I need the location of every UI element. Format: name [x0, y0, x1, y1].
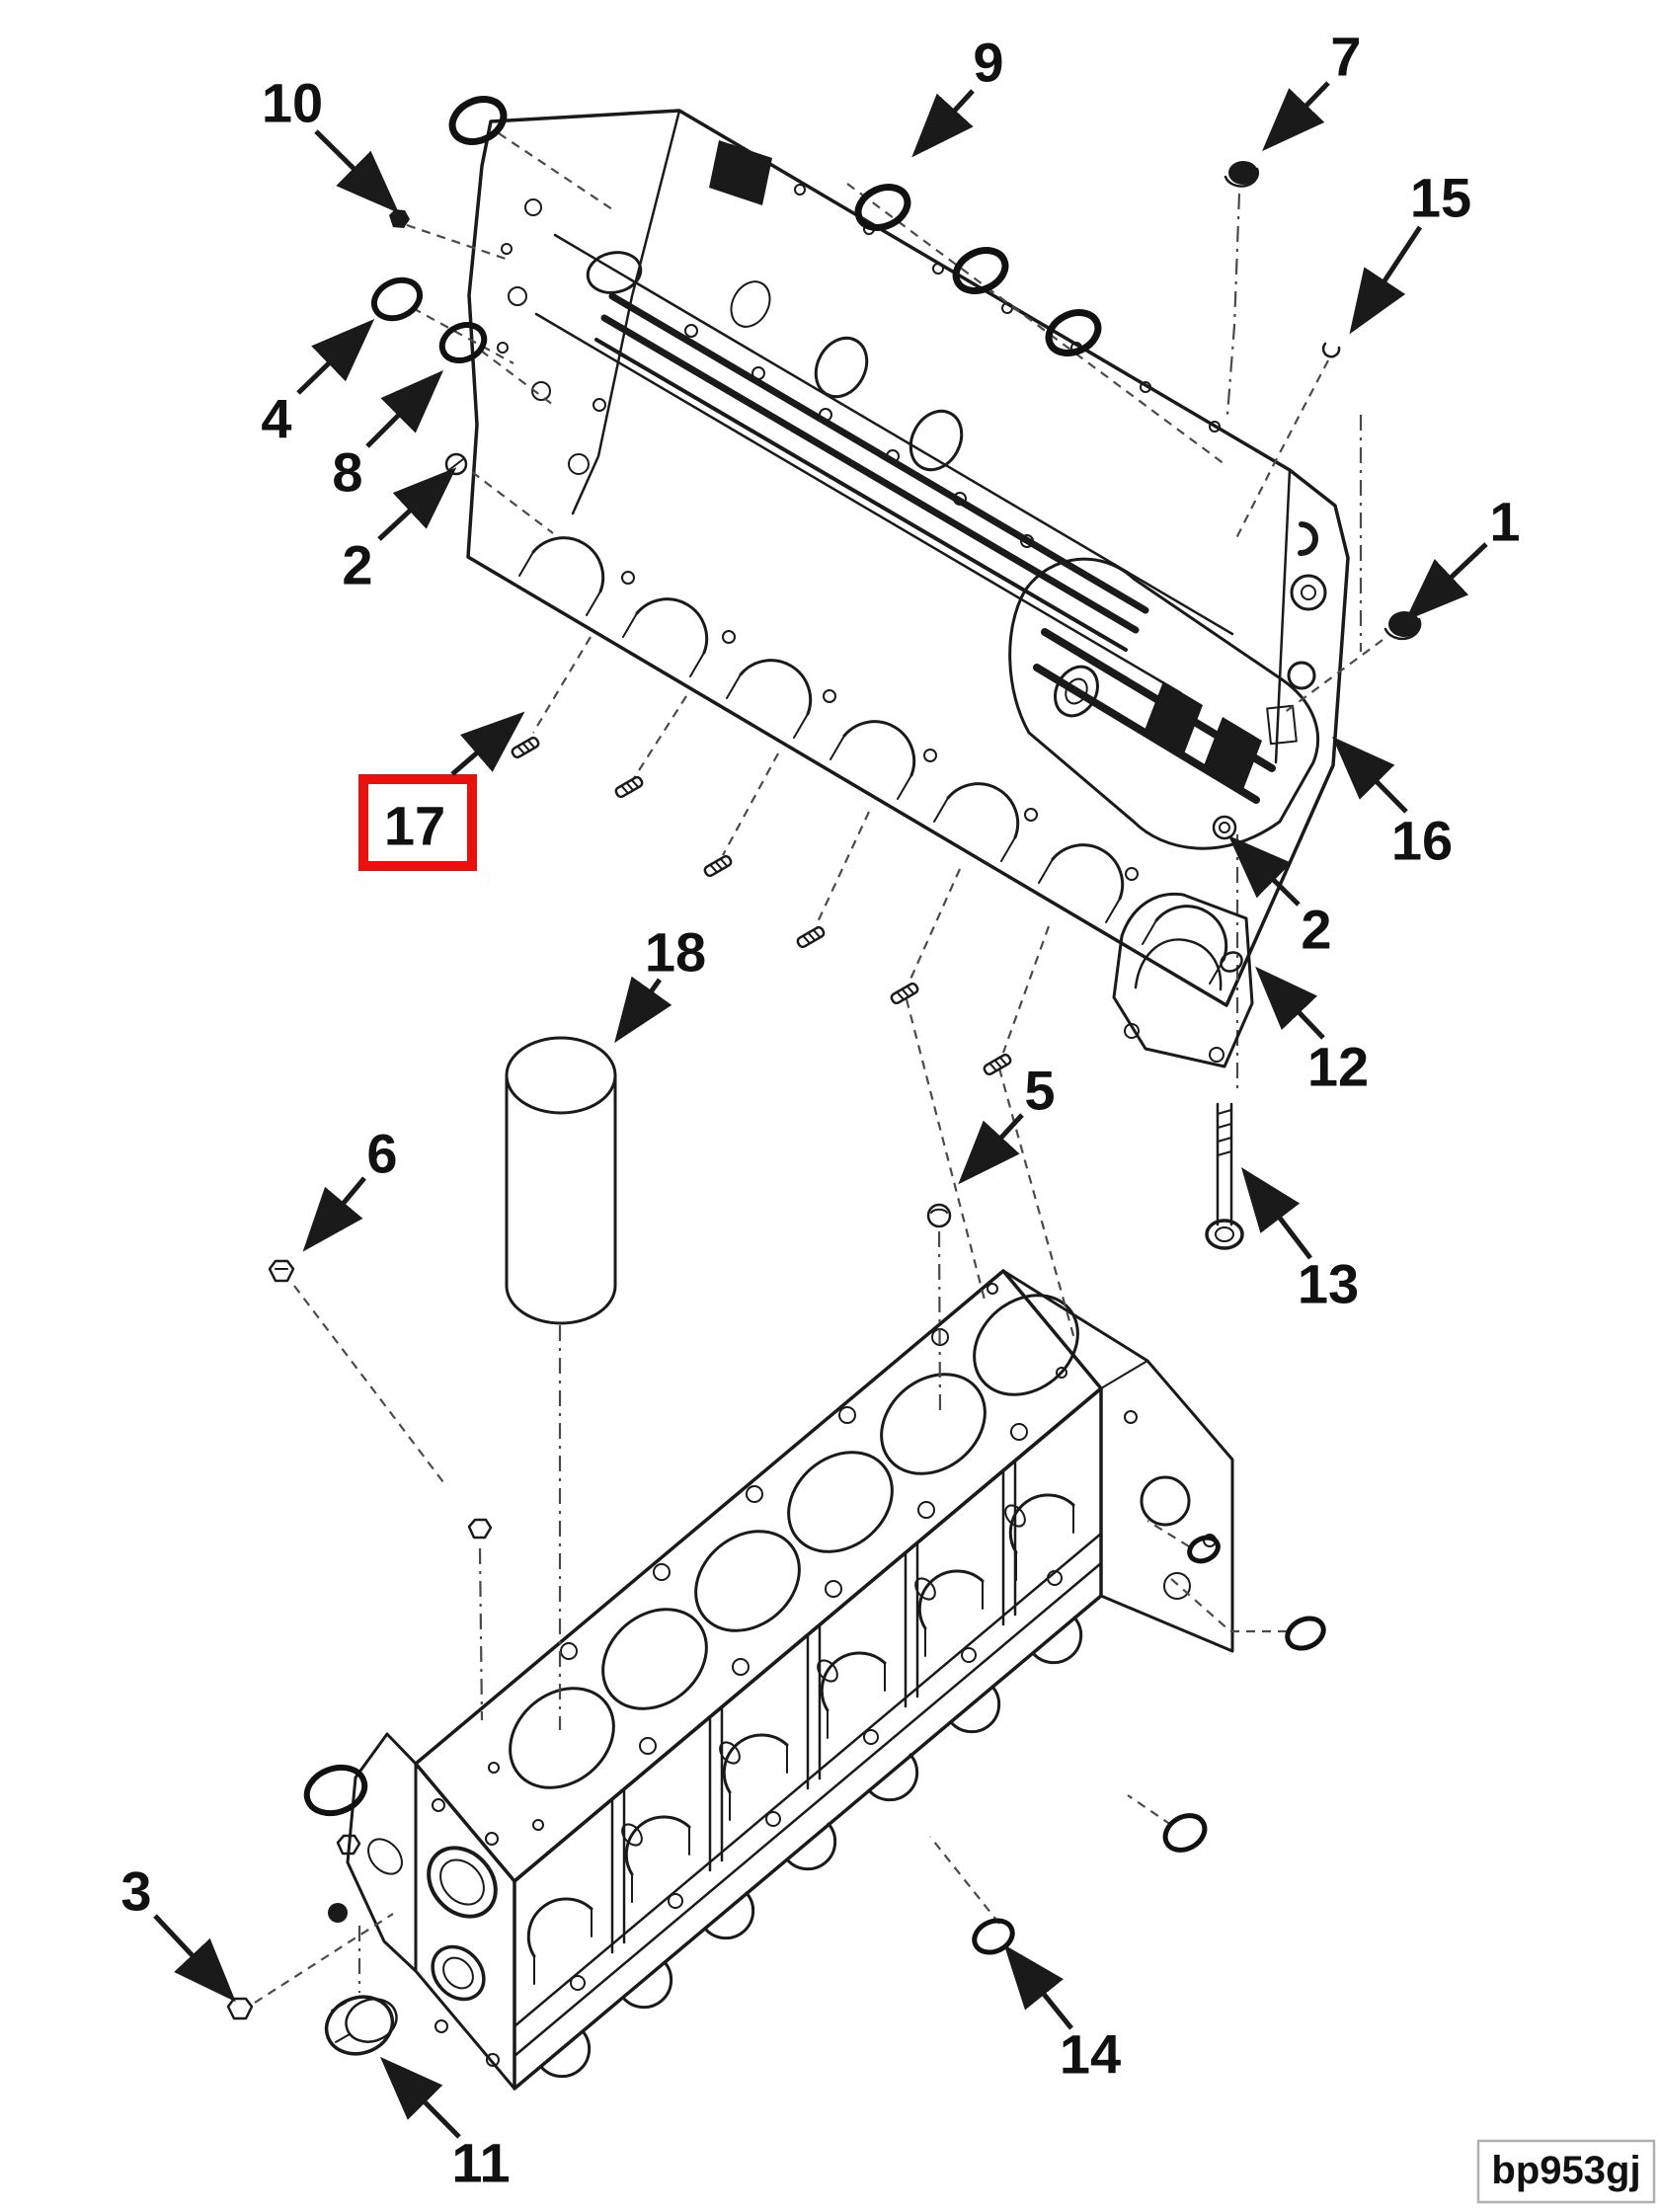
dowel-stud — [890, 982, 919, 1005]
dowel-stud — [703, 854, 733, 878]
hex-plug — [226, 1997, 254, 2020]
callout-label: 8 — [332, 441, 362, 504]
callout-label: 15 — [1410, 167, 1471, 229]
o-ring — [1045, 309, 1102, 356]
callout-arrow — [958, 1113, 1024, 1185]
callout-label: 10 — [262, 72, 323, 134]
o-ring — [972, 1918, 1015, 1955]
callout-label: 2 — [1301, 899, 1331, 961]
dowel-studs — [511, 736, 1012, 1076]
callout-arrow — [1227, 834, 1301, 907]
ball-plug — [926, 1203, 952, 1228]
lower-engine-block — [346, 1269, 1234, 2091]
callout-15: 15 — [1349, 167, 1471, 335]
o-ring — [370, 276, 424, 322]
o-ring — [952, 247, 1009, 294]
hex-nut — [336, 1834, 361, 1856]
o-ring — [438, 322, 488, 363]
callout-label: 1 — [1489, 491, 1520, 553]
callout-label: 5 — [1024, 1060, 1055, 1122]
o-ring — [854, 184, 911, 231]
callout-arrow — [1003, 1944, 1073, 2030]
dowel-stud — [796, 925, 826, 949]
main-bearing-bolt — [1205, 1102, 1244, 1250]
callout-4: 4 — [261, 319, 375, 450]
callout-16: 16 — [1331, 736, 1453, 872]
callout-label: 7 — [1330, 26, 1361, 88]
callout-12: 12 — [1255, 966, 1369, 1098]
retainer-washer — [1321, 342, 1341, 358]
callout-label: 14 — [1060, 2023, 1121, 2086]
callout-1: 1 — [1404, 491, 1521, 621]
o-ring — [1187, 1535, 1221, 1564]
drawing-code: bp953gj — [1491, 2149, 1640, 2192]
pipe-plug — [444, 452, 468, 476]
cup-plug — [328, 1903, 348, 1923]
callout-9: 9 — [911, 32, 1004, 158]
callout-14: 14 — [1003, 1944, 1121, 2086]
cylinder-liner — [505, 1036, 617, 1325]
callout-arrow — [365, 369, 444, 448]
callout-label: 3 — [120, 1860, 151, 1923]
callout-label: 4 — [261, 388, 291, 450]
callout-label: 11 — [451, 2132, 510, 2194]
upper-engine-block — [466, 109, 1350, 1007]
callout-arrow — [377, 467, 457, 541]
callout-17: 17 — [358, 711, 525, 871]
o-ring — [1285, 1616, 1326, 1651]
callout-arrow — [296, 319, 375, 395]
callout-arrow — [1262, 81, 1330, 152]
callout-arrow — [1404, 542, 1488, 621]
drawing-code-box: bp953gj — [1476, 2139, 1656, 2204]
dowel-stud — [983, 1053, 1012, 1076]
callout-3: 3 — [120, 1860, 236, 2003]
hex-nut — [389, 209, 410, 228]
callout-label: 2 — [342, 534, 372, 596]
callout-arrow — [153, 1914, 236, 2003]
callout-arrow — [911, 89, 975, 158]
floating-parts — [226, 96, 1422, 2056]
callout-2: 2 — [1227, 834, 1332, 961]
callout-6: 6 — [302, 1123, 398, 1252]
o-ring — [303, 1764, 368, 1817]
callout-label: 16 — [1391, 810, 1453, 872]
callout-label: 13 — [1298, 1253, 1359, 1315]
callout-2: 2 — [342, 467, 457, 596]
cup-plug — [1383, 611, 1422, 641]
callout-label: 6 — [366, 1123, 397, 1185]
callout-arrow — [614, 976, 672, 1044]
o-ring — [1162, 1813, 1208, 1853]
callout-label: 17 — [384, 795, 445, 857]
dome-plug — [1212, 815, 1237, 840]
callout-arrow — [1255, 966, 1325, 1040]
generated-block-details — [488, 144, 1228, 2079]
highlight-box — [358, 774, 477, 871]
hex-plug — [467, 1518, 493, 1540]
bearing-cap-bracket — [1112, 892, 1254, 1068]
callout-arrow — [314, 129, 400, 214]
callout-5: 5 — [958, 1060, 1056, 1185]
callout-11: 11 — [379, 2056, 511, 2194]
cup-plug — [1224, 161, 1259, 188]
callout-10: 10 — [262, 72, 400, 214]
callout-arrow — [379, 2056, 461, 2139]
callout-arrow — [302, 1176, 366, 1252]
callout-arrow — [1331, 736, 1408, 814]
dowel-stud — [511, 736, 540, 759]
callout-8: 8 — [332, 369, 444, 504]
callout-label: 12 — [1307, 1036, 1369, 1098]
callout-arrow — [1240, 1167, 1312, 1260]
hex-plug — [268, 1259, 295, 1283]
o-ring — [448, 96, 508, 145]
callout-13: 13 — [1240, 1167, 1359, 1315]
callout-label: 18 — [645, 921, 706, 984]
callout-label: 9 — [973, 32, 1003, 94]
callout-arrow — [1349, 225, 1423, 335]
dowel-stud — [614, 775, 644, 799]
callout-7: 7 — [1262, 26, 1362, 152]
callout-18: 18 — [614, 921, 706, 1044]
callout-arrow — [450, 711, 525, 776]
bearing-bushing-11 — [324, 1995, 398, 2056]
